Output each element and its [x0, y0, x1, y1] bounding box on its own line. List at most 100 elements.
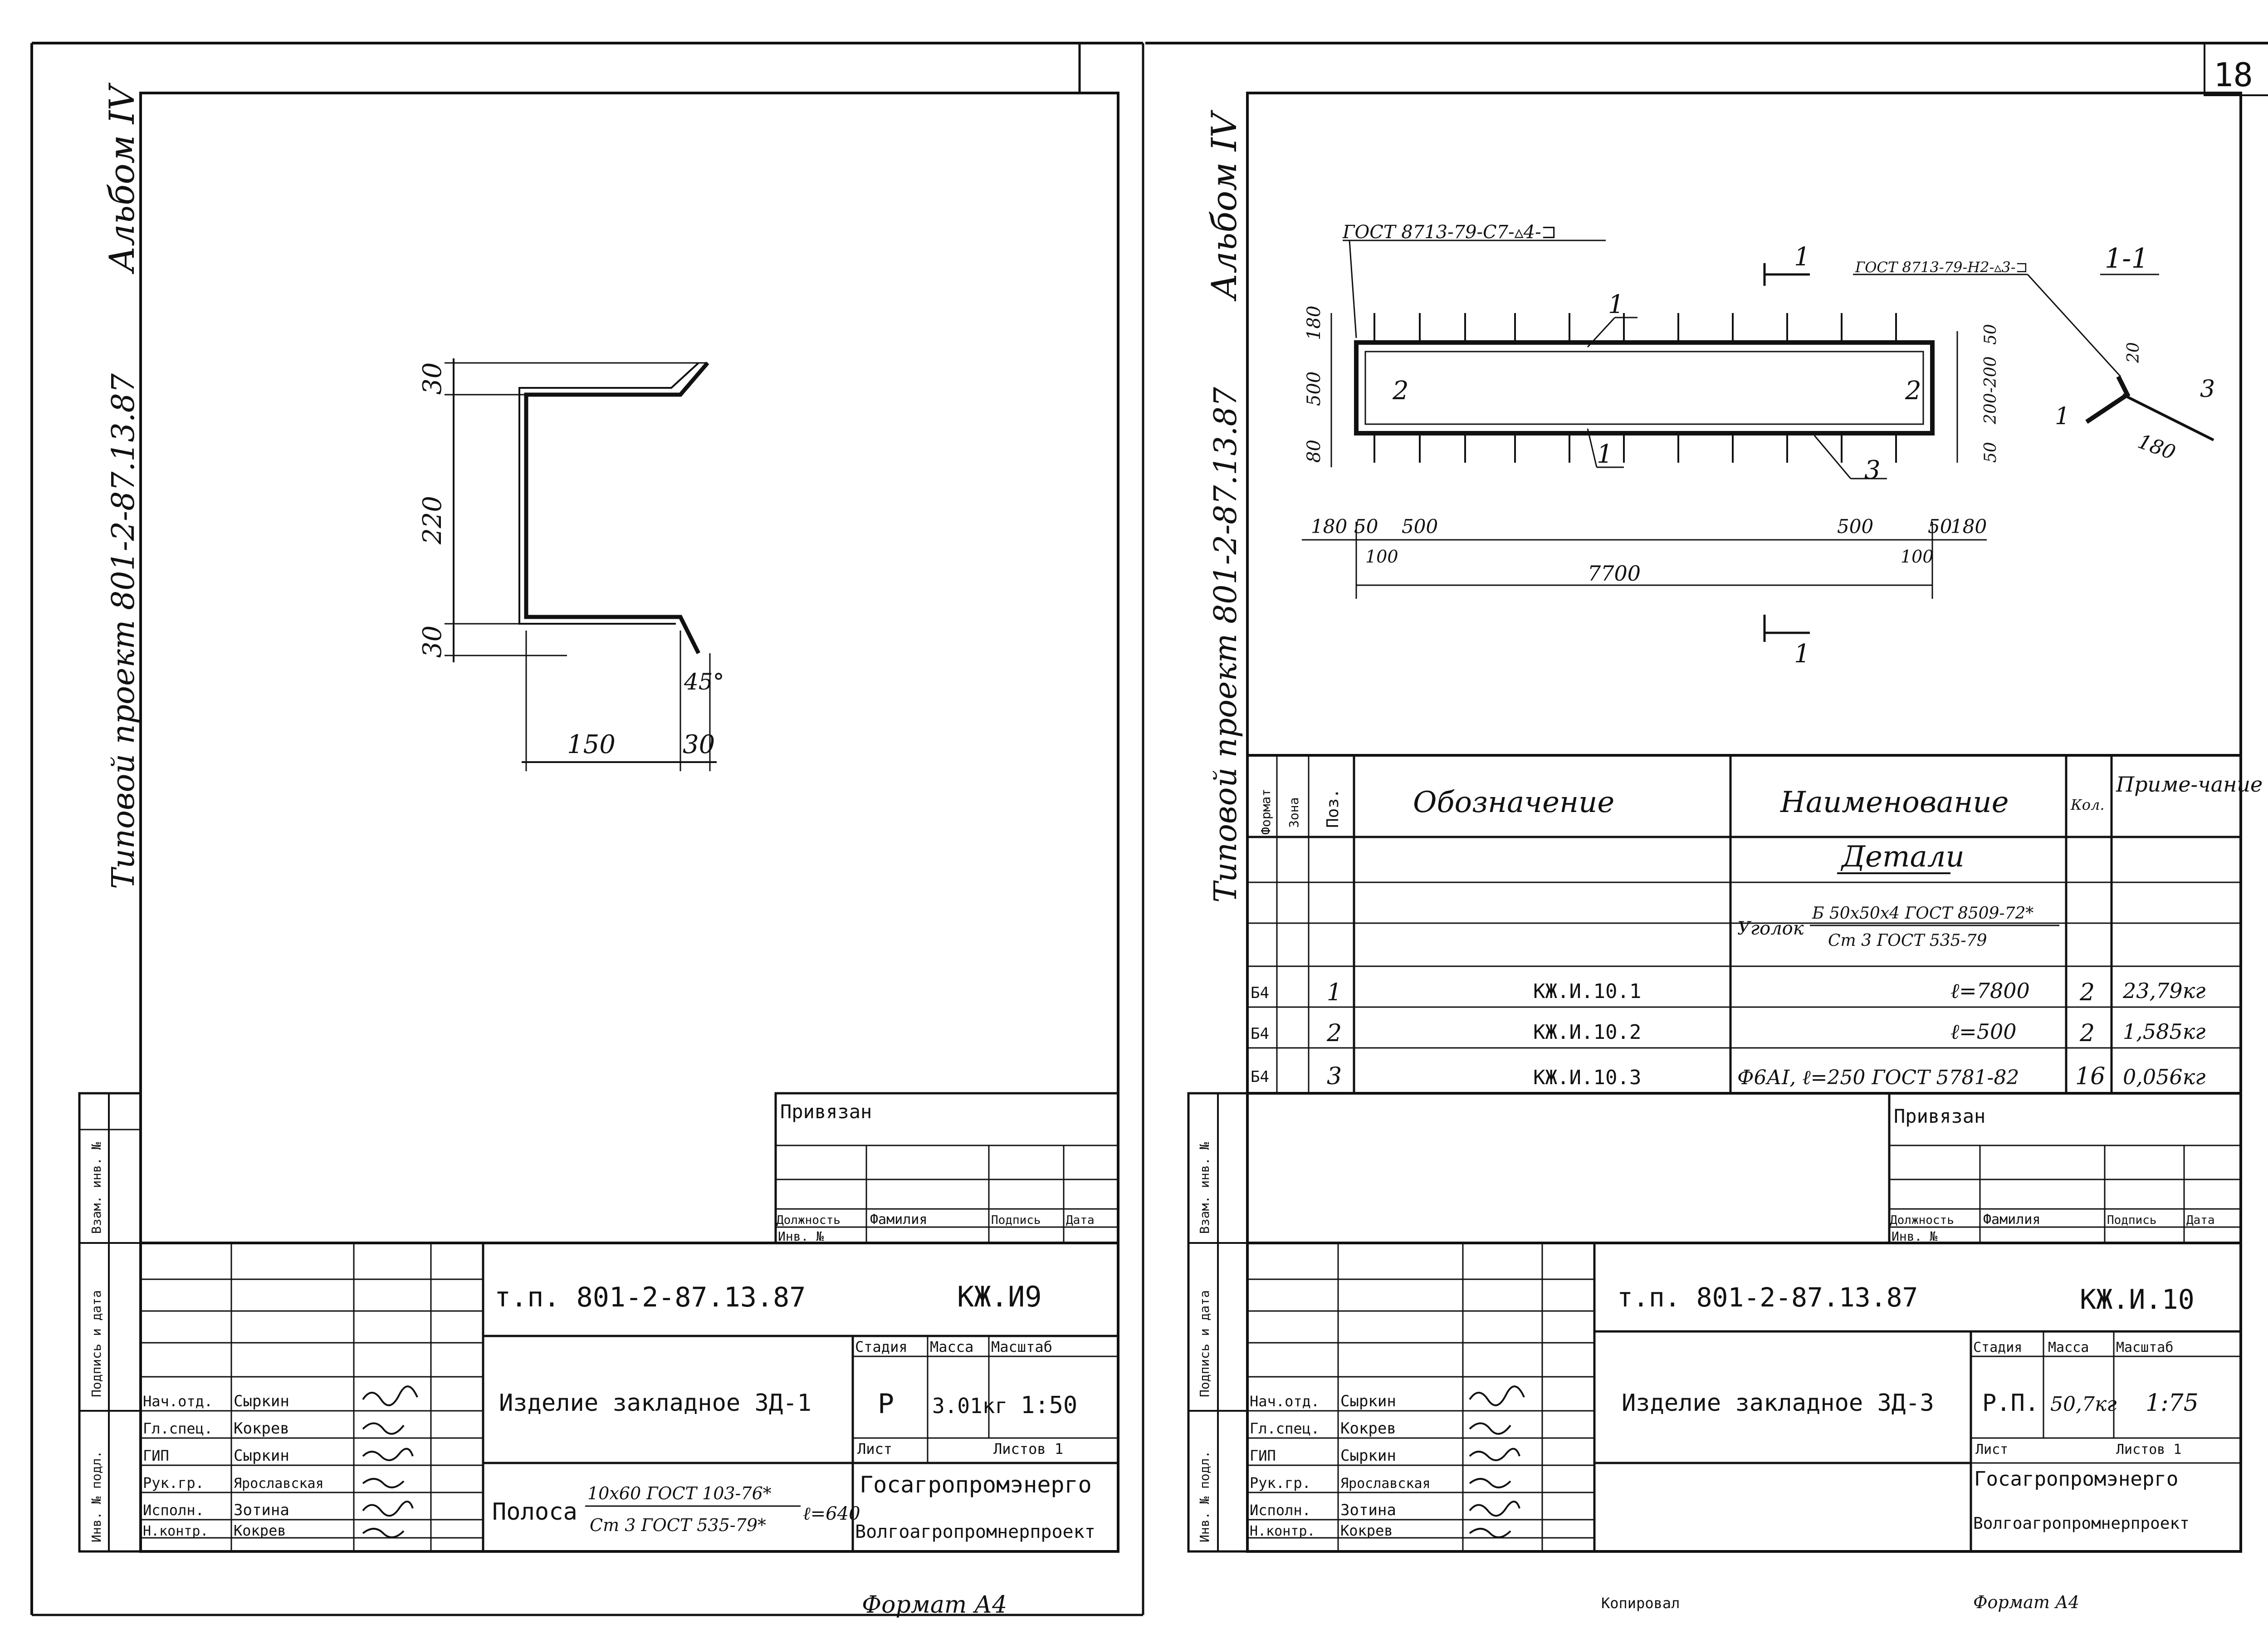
left-side-project: Типовой проект 801-2-87.13.87	[106, 373, 142, 889]
left-person-role-2: Гл.спец.	[143, 1420, 213, 1437]
left-stage: Р	[878, 1388, 894, 1420]
spec-row-1-format: Б4	[1251, 984, 1269, 1002]
left-sheet: Альбом IV Типовой проект 801-2-87.13.87 …	[30, 42, 1144, 1619]
left-strip-label-inv: Инв. № подл.	[89, 1451, 104, 1542]
spec-row-1-qty: 2	[2079, 979, 2095, 1006]
right-pos-2-right: 2	[1905, 376, 1921, 406]
left-person-role-5: Исполн.	[143, 1502, 204, 1519]
right-col-date: Дата	[2186, 1213, 2215, 1227]
spec-row-1-pos: 1	[1327, 979, 1342, 1006]
spec-row-2-name: ℓ=500	[1950, 1019, 2017, 1044]
left-org1: Госагропромэнерго	[860, 1472, 1092, 1498]
right-col-stage: Стадия	[1973, 1340, 2022, 1355]
left-strip-label-vzam: Взам. инв. №	[89, 1142, 104, 1234]
right-inv-label: Инв. №	[1892, 1229, 1937, 1244]
right-col-scale: Масштаб	[2116, 1340, 2173, 1355]
left-col-signature: Подпись	[991, 1213, 1041, 1227]
right-org2: Волгоагропромнерпроект	[1973, 1514, 2190, 1533]
right-section-mark-top: 1	[1794, 242, 1810, 272]
right-section-label: 1-1	[2105, 243, 2149, 274]
left-dim-angle: 45°	[684, 669, 724, 695]
left-person-name-5: Зотина	[234, 1501, 289, 1519]
spec-header-name: Наименование	[1780, 786, 2009, 819]
right-hdim-2: 50	[1354, 515, 1378, 538]
left-side-album: Альбом IV	[102, 82, 142, 274]
left-dim-bottom: 30	[418, 626, 447, 658]
right-person-name-3: Сыркин	[1340, 1447, 1396, 1465]
spec-material-prefix: Уголок	[1737, 918, 1804, 939]
right-col-position: Должность	[1890, 1213, 1954, 1227]
right-person-name-1: Сыркин	[1340, 1392, 1396, 1410]
right-person-name-2: Кокрев	[1340, 1419, 1396, 1438]
right-copied: Копировал	[1601, 1595, 1680, 1612]
right-frame-drawing: ГОСТ 8713-79-С7-▵4-⊐	[1302, 222, 2215, 669]
spec-header-pos: Поз.	[1324, 788, 1342, 828]
right-title: Изделие закладное ЗД-3	[1622, 1389, 1934, 1417]
right-scale: 1:75	[2146, 1389, 2199, 1417]
right-format: Формат А4	[1973, 1592, 2079, 1612]
right-signatures	[1469, 1385, 1525, 1538]
left-dim-top: 30	[418, 362, 447, 395]
left-binding-strip: Инв. № подл. Подпись и дата Взам. инв. №	[78, 1092, 142, 1553]
right-person-name-5: Зотина	[1340, 1501, 1396, 1519]
left-title: Изделие закладное ЗД-1	[499, 1389, 811, 1417]
spec-row-3-qty: 16	[2075, 1063, 2105, 1090]
right-section-pos-1: 1	[2055, 403, 2070, 430]
right-person-name-4: Ярославская	[1340, 1476, 1431, 1492]
right-pos-1-top: 1	[1608, 290, 1624, 319]
right-stage: Р.П.	[1982, 1389, 2039, 1417]
left-person-role-6: Н.контр.	[143, 1523, 209, 1539]
left-part-drawing: 30 220 30 150 30 45°	[418, 358, 724, 771]
left-list: Лист	[857, 1440, 892, 1458]
left-title-block: т.п. 801-2-87.13.87 КЖ.И9 Изделие заклад…	[139, 1242, 1119, 1553]
left-dim-tab: 30	[683, 730, 715, 759]
left-col-stage: Стадия	[855, 1338, 908, 1355]
right-total-length: 7700	[1588, 561, 1641, 586]
left-scale: 1:50	[1021, 1392, 1077, 1419]
left-privyazan-block: Привязан Должность Фамилия Подпись Дата …	[774, 1092, 1119, 1244]
right-person-role-1: Нач.отд.	[1250, 1393, 1320, 1410]
right-strip-label-inv: Инв. № подл.	[1197, 1451, 1212, 1542]
right-gost-top: ГОСТ 8713-79-С7-▵4-⊐	[1342, 222, 1556, 243]
right-org1: Госагропромэнерго	[1974, 1468, 2178, 1491]
right-privyazan-block: Привязан Должность Фамилия Подпись Дата …	[1888, 1092, 2242, 1244]
right-side-album: Альбом IV	[1204, 109, 1244, 302]
right-section-mark-bottom: 1	[1794, 639, 1810, 669]
right-vdim-left-2: 500	[1304, 372, 1325, 406]
left-person-name-2: Кокрев	[234, 1419, 289, 1438]
left-mass: 3.01кг	[932, 1394, 1007, 1418]
right-lists: Листов 1	[2116, 1442, 2182, 1458]
left-material-bottom: Ст 3 ГОСТ 535-79*	[590, 1515, 766, 1535]
right-col-surname: Фамилия	[1983, 1212, 2040, 1228]
right-vdim-right-3: 50	[1981, 442, 2000, 463]
right-pos-3: 3	[1864, 455, 1881, 485]
spec-row-3-name: Ф6АI, ℓ=250 ГОСТ 5781-82	[1737, 1066, 2019, 1089]
spec-row-1-designation: КЖ.И.10.1	[1533, 980, 1641, 1003]
spec-row-3-pos: 3	[1327, 1063, 1342, 1090]
right-person-role-6: Н.контр.	[1250, 1523, 1315, 1539]
right-side-project: Типовой проект 801-2-87.13.87	[1208, 386, 1244, 903]
right-hdim-1: 180	[1311, 515, 1347, 538]
right-sheet-code: КЖ.И.10	[2080, 1284, 2195, 1316]
spec-row-2-note: 1,585кг	[2123, 1019, 2205, 1044]
right-hdim-6: 180	[1950, 515, 1987, 538]
spec-row-2-format: Б4	[1251, 1025, 1269, 1043]
spec-row-3-format: Б4	[1251, 1068, 1269, 1086]
left-col-mass: Масса	[930, 1338, 973, 1355]
right-vdim-left-3: 80	[1304, 440, 1325, 463]
right-anchor-ticks	[1374, 313, 1897, 463]
left-person-name-4: Ярославская	[234, 1476, 324, 1492]
spec-row-3: Б4 3 КЖ.И.10.3 Ф6АI, ℓ=250 ГОСТ 5781-82 …	[1251, 1063, 2205, 1090]
right-project-code: т.п. 801-2-87.13.87	[1617, 1282, 1918, 1313]
right-hdim-5: 50	[1928, 515, 1952, 538]
left-material-length: ℓ=640	[803, 1503, 860, 1524]
right-hdim-4: 500	[1837, 515, 1873, 538]
left-person-role-1: Нач.отд.	[143, 1393, 213, 1410]
right-vdim-right-2: 200-200	[1981, 356, 2000, 425]
spec-material-bottom: Ст 3 ГОСТ 535-79	[1828, 931, 1987, 950]
spec-row-1-name: ℓ=7800	[1950, 978, 2030, 1003]
left-col-scale: Масштаб	[991, 1338, 1052, 1355]
left-person-role-3: ГИП	[143, 1447, 169, 1464]
spec-row-2-designation: КЖ.И.10.2	[1533, 1021, 1641, 1044]
right-section-small: 20	[2124, 342, 2143, 363]
